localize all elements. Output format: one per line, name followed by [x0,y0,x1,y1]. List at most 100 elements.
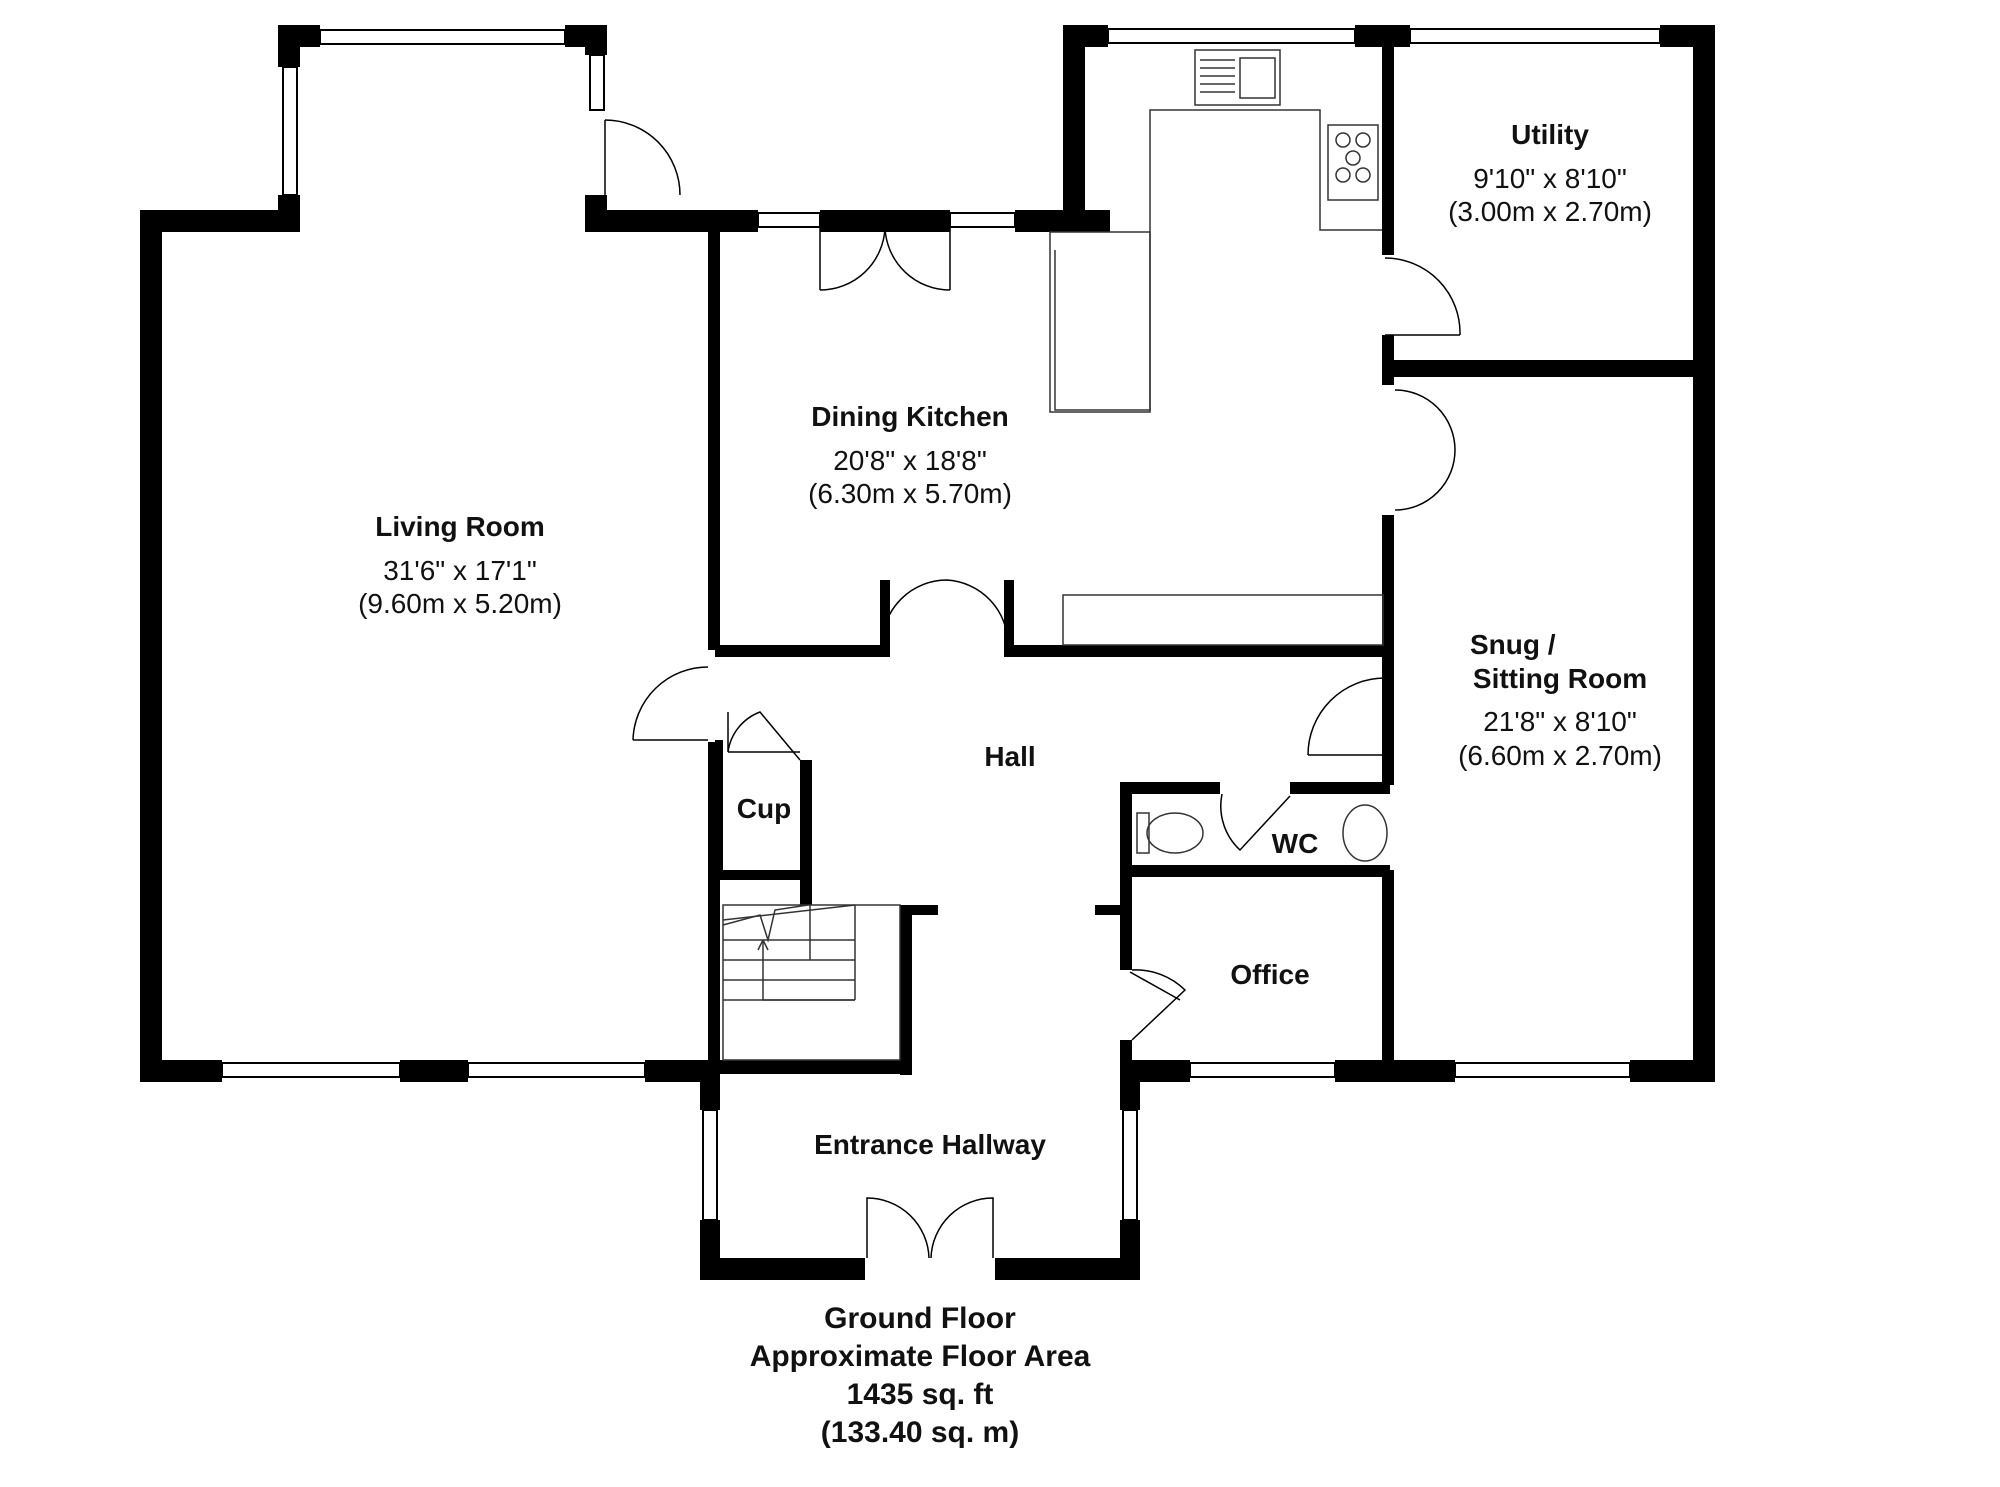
bay-top-wall-left [278,25,320,47]
toilet [1146,812,1204,854]
stair-top-stub [900,905,938,915]
wc-bottom-wall [1120,865,1390,877]
kitchen-left-wall [1063,25,1085,230]
utility-dim-imperial: 9'10" x 8'10" [1473,162,1627,194]
entrance-hallway-name: Entrance Hallway [814,1129,1046,1160]
living-room-dim-imperial: 31'6" x 17'1" [383,554,537,586]
label-hall: Hall [940,740,1080,774]
dining-hall-wall-a [715,645,880,657]
hall-stub-left [880,580,890,657]
office-left-wall-a [1120,870,1132,970]
utility-bottom-wall-b [1390,372,1700,377]
dining-hall-door-swing [881,579,1009,646]
living-bottom-window-b [467,1062,646,1078]
stair-bottom-wall [715,1060,905,1074]
living-bottom-wall-b [400,1060,468,1082]
dining-top-wall-c [1015,210,1110,232]
entrance-door-swing [866,1197,994,1259]
label-office: Office [1190,958,1350,992]
kitchen-counter [1054,109,1382,411]
dining-hall-wall-b [1010,645,1390,657]
footer-area-sqm: (133.40 sq. m) [820,1416,1020,1449]
floor-area-summary: Ground Floor Approximate Floor Area 1435… [620,1300,1220,1452]
snug-dim-metric: (6.60m x 2.70m) [1458,739,1662,771]
cup-door-swing [727,711,801,761]
staircase [722,904,901,1061]
stair-right-wall [900,905,912,1075]
bay-right-wall-top [585,25,607,55]
entrance-right-wall-top [1120,1075,1140,1110]
footer-area-title: Approximate Floor Area [749,1340,1091,1373]
kitchen-island [1049,231,1151,413]
bay-left-wall-bottom [278,195,300,232]
label-living-room: Living Room 31'6" x 17'1" (9.60m x 5.20m… [300,510,620,621]
hall-name: Hall [984,741,1036,772]
cup-left-wall [715,740,723,875]
wc-left-wall [1120,782,1132,892]
label-entrance-hallway: Entrance Hallway [760,1128,1100,1162]
dining-top-window-a [757,212,821,228]
walls [140,25,1715,1280]
doors [604,119,1461,1259]
dining-top-wall-a [708,210,758,232]
label-dining-kitchen: Dining Kitchen 20'8" x 18'8" (6.30m x 5.… [760,400,1060,511]
dining-bench [1062,594,1384,646]
entrance-bottom-wall-b [995,1258,1140,1280]
right-outer-wall [1693,25,1715,1080]
cup-name: Cup [736,793,792,824]
entrance-bottom-wall-a [700,1258,865,1280]
wc-top-wall-b [1290,782,1390,794]
dining-kitchen-name: Dining Kitchen [811,401,1009,432]
living-hall-door-swing [632,666,709,741]
hall-stub-right [1004,580,1014,657]
living-room-name: Living Room [375,511,545,542]
snug-name-line1: Snug / [1470,629,1556,660]
hob [1327,124,1379,201]
cup-bottom-wall [715,870,810,880]
living-bottom-wall-c [645,1060,715,1082]
living-room-dim-metric: (9.60m x 5.20m) [358,588,562,620]
label-cup: Cup [720,792,808,826]
living-top-wall-left [140,210,300,232]
sink [1194,49,1281,106]
label-snug: Snug / Sitting Room 21'8" x 8'10" (6.60m… [1430,628,1690,772]
bay-right-window [589,54,605,111]
bay-door-swing [604,119,681,196]
living-dining-wall [708,225,720,650]
utility-name: Utility [1511,119,1589,150]
kitchen-top-wall-a [1063,25,1108,47]
snug-bottom-window [1454,1062,1631,1078]
footer-floor-name: Ground Floor [824,1302,1016,1335]
snug-bottom-wall-b [1630,1060,1715,1082]
office-door-swing [1131,969,1187,1041]
snug-dim-imperial: 21'8" x 8'10" [1483,706,1637,738]
footer-area-sqft: 1435 sq. ft [846,1378,994,1411]
wc-name: WC [1271,828,1319,859]
living-left-wall [140,210,162,1080]
bay-right-wall-bottom [585,195,607,232]
dining-kitchen-dim-metric: (6.30m x 5.70m) [808,478,1012,510]
kitchen-top-window [1107,28,1356,44]
dining-french-door-swing [819,227,951,291]
living-top-wall-right [585,210,715,232]
entrance-left-window [702,1109,718,1221]
office-name: Office [1230,959,1310,990]
living-bottom-window-a [221,1062,401,1078]
dining-top-wall-b [820,210,950,232]
snug-name-line2: Sitting Room [1472,662,1648,694]
living-bottom-wall-a [140,1060,222,1082]
utility-bottom-wall [1390,360,1700,372]
windows [221,28,1661,1221]
entrance-right-window [1122,1109,1138,1221]
dining-top-window-b [949,212,1016,228]
fixtures [722,49,1388,1061]
dining-kitchen-dim-imperial: 20'8" x 18'8" [833,444,987,476]
entrance-left-wall-top [700,1075,720,1110]
office-left-stub [1095,905,1125,915]
label-utility: Utility 9'10" x 8'10" (3.00m x 2.70m) [1420,118,1680,229]
utility-dim-metric: (3.00m x 2.70m) [1448,196,1652,228]
kitchen-utility-wall-a [1382,40,1394,255]
bay-left-window [282,66,298,196]
office-bottom-wall-b [1335,1060,1455,1082]
office-bottom-window [1189,1062,1336,1078]
